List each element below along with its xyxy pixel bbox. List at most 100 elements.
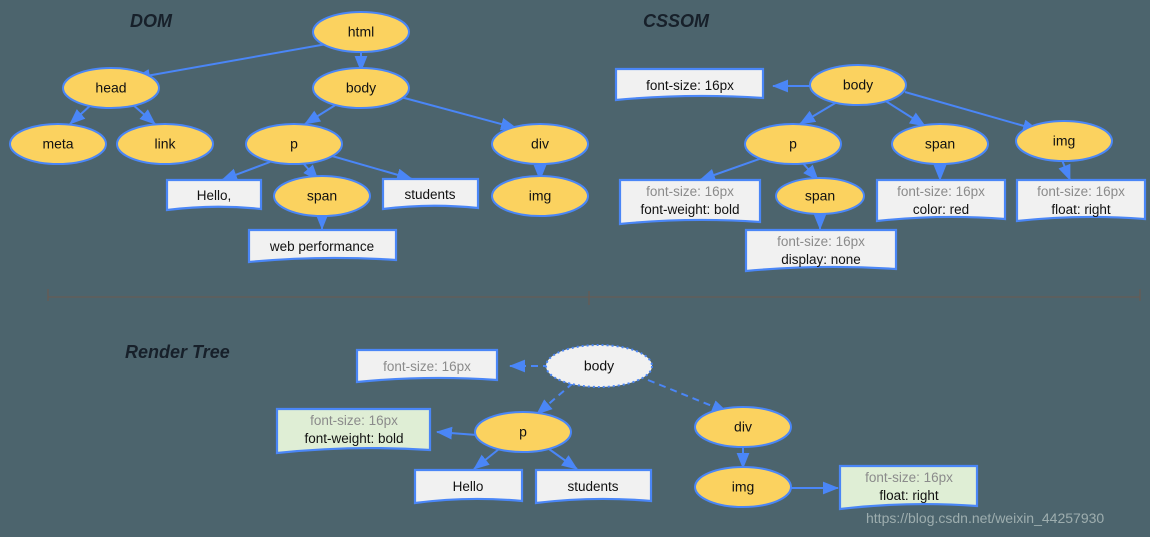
node-shape <box>545 344 653 388</box>
cssom-edges <box>699 79 1071 230</box>
node-shape <box>694 466 792 508</box>
cssom-node-img[interactable]: img <box>1015 120 1113 162</box>
rule-line: font-size: 16px <box>646 184 734 199</box>
node-label: p <box>789 136 797 152</box>
dom-node-p[interactable]: p <box>245 123 343 165</box>
node-shape <box>744 123 842 165</box>
node-label: p <box>290 136 298 152</box>
cssom-rulebox-span-2[interactable]: font-size: 16px display: none <box>744 228 898 273</box>
dom-box-hello[interactable]: Hello, <box>165 178 263 212</box>
edge-body-p <box>799 101 838 125</box>
dom-node-body[interactable]: body <box>312 67 410 109</box>
box-label: web performance <box>269 239 374 254</box>
rule-line: display: none <box>781 252 861 267</box>
node-label: meta <box>42 136 73 152</box>
rule-line: font-size: 16px <box>383 359 471 374</box>
edge-p-hello <box>473 448 500 470</box>
node-shape <box>273 175 371 217</box>
render-tree-edges <box>436 359 839 495</box>
cssom-node-body[interactable]: body <box>809 64 907 106</box>
dom-node-meta[interactable]: meta <box>9 123 107 165</box>
cssom-rulebox-body[interactable]: font-size: 16px <box>614 67 765 102</box>
node-label: p <box>519 424 527 440</box>
watermark-text: https://blog.csdn.net/weixin_44257930 <box>866 510 1104 526</box>
section-divider <box>47 289 1141 305</box>
cssom-rulebox-span-1[interactable]: font-size: 16px color: red <box>875 178 1007 223</box>
dom-box-students[interactable]: students <box>381 177 480 211</box>
cssom-rulebox-p[interactable]: font-size: 16px font-weight: bold <box>618 178 762 226</box>
render-tree-node-body[interactable]: body <box>545 344 653 388</box>
node-shape <box>775 177 865 215</box>
rule-line: font-size: 16px <box>646 78 734 93</box>
edge-p-students <box>331 155 413 182</box>
cssom-node-span-2[interactable]: span <box>775 177 865 215</box>
node-label: html <box>348 24 374 40</box>
node-label: head <box>95 80 126 96</box>
node-shape <box>245 123 343 165</box>
box-shape <box>247 228 398 264</box>
rule-line: font-size: 16px <box>1037 184 1125 199</box>
rule-line: float: right <box>1051 202 1111 217</box>
node-label: span <box>805 188 835 204</box>
cssom-node-span-1[interactable]: span <box>891 123 989 165</box>
edge-body-div <box>396 95 517 131</box>
node-shape <box>491 123 589 165</box>
dom-node-head[interactable]: head <box>62 67 160 109</box>
box-label: students <box>567 479 618 494</box>
node-label: span <box>307 188 337 204</box>
node-label: body <box>843 77 873 93</box>
edge-head-link <box>131 103 156 125</box>
cssom-section: CSSOM body p span img <box>614 11 1147 273</box>
node-shape <box>312 67 410 109</box>
box-label: students <box>404 187 455 202</box>
render-tree-rulebox-p[interactable]: font-size: 16px font-weight: bold <box>275 407 432 455</box>
box-shape <box>355 348 499 384</box>
edge-body-p <box>536 382 574 415</box>
node-shape <box>62 67 160 109</box>
dom-node-div[interactable]: div <box>491 123 589 165</box>
rule-line: color: red <box>913 202 969 217</box>
dom-node-link[interactable]: link <box>116 123 214 165</box>
edge-p-rules <box>436 426 478 440</box>
dom-box-web-performance[interactable]: web performance <box>247 228 398 264</box>
rule-line: font-weight: bold <box>640 202 739 217</box>
dom-node-span[interactable]: span <box>273 175 371 217</box>
rule-line: font-size: 16px <box>777 234 865 249</box>
render-tree-rulebox-img[interactable]: font-size: 16px float: right <box>838 464 979 511</box>
rule-line: float: right <box>879 488 939 503</box>
render-tree-node-img[interactable]: img <box>694 466 792 508</box>
dom-node-img[interactable]: img <box>491 175 589 217</box>
render-tree-node-div[interactable]: div <box>694 406 792 448</box>
edge-body-p <box>304 103 338 125</box>
box-shape <box>875 178 1007 223</box>
rule-line: font-weight: bold <box>304 431 403 446</box>
render-tree-node-p[interactable]: p <box>474 411 572 453</box>
render-tree-box-hello[interactable]: Hello <box>413 468 524 505</box>
node-shape <box>1015 120 1113 162</box>
node-label: div <box>531 136 549 152</box>
render-tree-rulebox-body[interactable]: font-size: 16px <box>355 348 499 384</box>
dom-edges <box>69 41 547 230</box>
dom-node-html[interactable]: html <box>312 11 410 53</box>
rule-line: font-size: 16px <box>865 470 953 485</box>
box-shape <box>381 177 480 211</box>
node-shape <box>891 123 989 165</box>
edge-html-head <box>134 41 339 82</box>
node-shape <box>9 123 107 165</box>
node-shape <box>312 11 410 53</box>
node-label: img <box>1053 133 1076 149</box>
node-shape <box>116 123 214 165</box>
edge-body-div <box>647 379 728 413</box>
node-shape <box>809 64 907 106</box>
dom-section: DOM html head body <box>9 11 589 264</box>
cssom-node-p[interactable]: p <box>744 123 842 165</box>
edge-p-students <box>548 448 578 470</box>
box-shape <box>618 178 762 226</box>
cssom-rulebox-img[interactable]: font-size: 16px float: right <box>1015 178 1147 223</box>
render-tree-box-students[interactable]: students <box>534 468 653 505</box>
box-shape <box>744 228 898 273</box>
edge-head-meta <box>69 103 93 125</box>
edge-img-rules <box>1058 159 1071 181</box>
